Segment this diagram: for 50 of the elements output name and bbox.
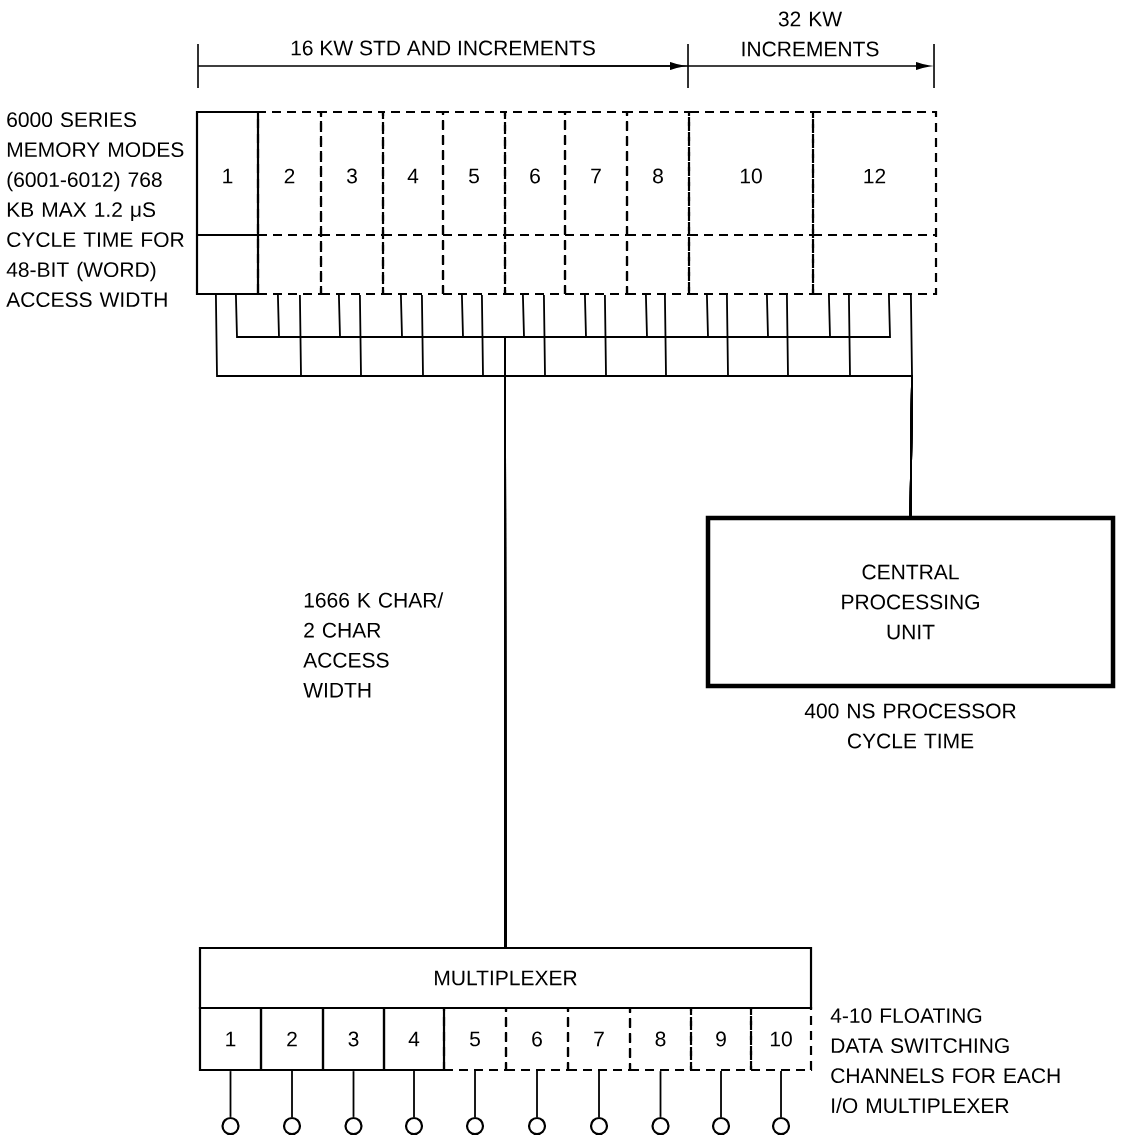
connector-line (598, 1070, 600, 1118)
channel-box: 8 (628, 1006, 693, 1072)
terminal-circle (344, 1116, 363, 1136)
multiplexer-box: MULTIPLEXER (198, 946, 813, 1010)
connector-line (413, 1070, 415, 1118)
terminal-circle (771, 1116, 791, 1136)
terminal-circle (404, 1116, 424, 1136)
memory-module: 6 (503, 110, 567, 296)
annotation-text: 1666 K CHAR/ 2 CHAR ACCESS WIDTH (303, 592, 444, 698)
connector-line (780, 1070, 782, 1118)
dimension-label: 32 KW INCREMENTS (742, 11, 879, 57)
connector-line (536, 1070, 538, 1118)
memory-module: 5 (441, 110, 507, 296)
channel-box: 9 (689, 1006, 753, 1072)
channel-box: 3 (321, 1006, 386, 1072)
memory-module: 4 (381, 110, 445, 296)
memory-module: 8 (625, 110, 691, 296)
memory-module: 10 (687, 110, 815, 296)
terminal-circle (711, 1116, 731, 1136)
memory-module: 12 (811, 110, 938, 296)
channel-box: 2 (259, 1006, 325, 1072)
connector-line (229, 1070, 232, 1118)
channel-box: 10 (749, 1006, 813, 1072)
memory-module: 2 (256, 110, 323, 296)
connector-line (474, 1070, 476, 1118)
terminal-circle (589, 1116, 609, 1136)
connector-line (291, 1070, 293, 1118)
channel-box: 4 (382, 1006, 446, 1072)
terminal-circle (651, 1116, 670, 1136)
connector-line (848, 294, 913, 517)
annotation-text: 4-10 FLOATING DATA SWITCHING CHANNELS FOR EACH I/O MULTIPLEXER (830, 1008, 1060, 1114)
terminal-circle (282, 1116, 302, 1136)
connector-line (352, 1070, 355, 1118)
terminal-circle (527, 1116, 547, 1136)
memory-module: 3 (319, 110, 385, 296)
channel-box: 6 (504, 1006, 570, 1072)
memory-module: 1 (195, 110, 260, 296)
connector-line (504, 294, 891, 948)
connector-line (720, 1070, 722, 1118)
processor-box: CENTRAL PROCESSING UNIT (705, 515, 1116, 689)
channel-box: 1 (198, 1006, 263, 1072)
channel-box: 5 (442, 1006, 508, 1072)
channel-box: 7 (566, 1006, 632, 1072)
caption-text: 400 NS PROCESSOR CYCLE TIME (804, 703, 1016, 749)
terminal-circle (221, 1116, 240, 1136)
description-text: 6000 SERIES MEMORY MODES (6001-6012) 768 KB MAX 1.2 μS CYCLE TIME FOR 48-BIT (WORD) ACCESS WIDTH (6, 112, 184, 308)
terminal-circle (465, 1116, 485, 1136)
memory-module: 7 (563, 110, 629, 296)
dimension-label: 16 KW STD AND INCREMENTS (291, 40, 595, 56)
connector-line (659, 1070, 662, 1118)
